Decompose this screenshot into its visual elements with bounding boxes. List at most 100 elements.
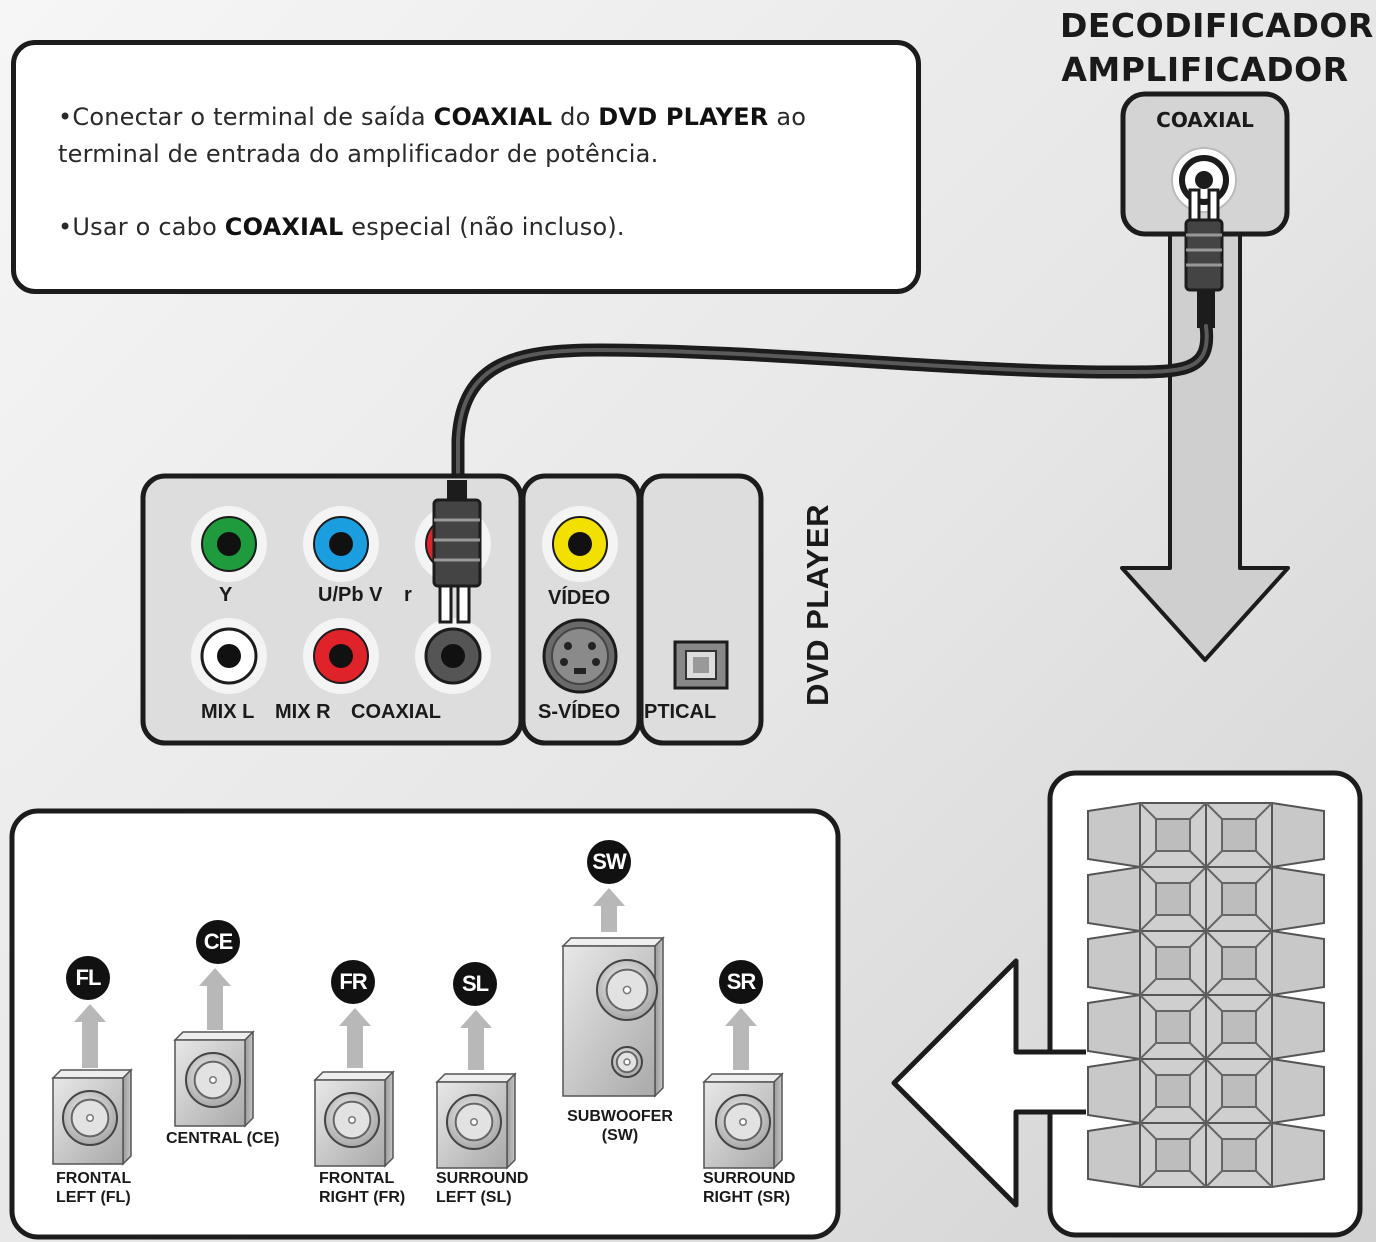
- speaker-label-line: LEFT (SL): [436, 1189, 512, 1206]
- foam-line: [1255, 802, 1273, 820]
- foam-line: [1139, 930, 1157, 948]
- foam-line: [1139, 978, 1157, 996]
- foam-line: [1255, 1042, 1273, 1060]
- speaker-label-line: FRONTAL: [56, 1170, 132, 1187]
- foam-line: [1189, 1170, 1207, 1188]
- decoder-title-line-1: DECODIFICADOR: [1060, 6, 1374, 45]
- foam-line: [1189, 1106, 1207, 1124]
- instruction-line-3: •Usar o cabo COAXIAL especial (não inclu…: [58, 209, 625, 246]
- speaker-side: [244, 1030, 254, 1128]
- decoder-title-line-2: AMPLIFICADOR: [1061, 50, 1349, 89]
- decoder-down-arrow: [1120, 208, 1290, 662]
- speakers-box: [9, 808, 841, 1240]
- speaker-top: [702, 1073, 784, 1083]
- foam-line: [1205, 1058, 1223, 1076]
- speaker-top: [313, 1071, 395, 1081]
- foam-line: [1255, 866, 1273, 884]
- speaker-top: [173, 1031, 255, 1041]
- speaker-icons: [51, 888, 784, 1170]
- foam-line: [1255, 994, 1273, 1012]
- speaker-top: [51, 1069, 133, 1079]
- badge-sl: SL: [453, 962, 497, 1006]
- foam-line: [1189, 978, 1207, 996]
- foam-cell-inner: [1155, 1138, 1191, 1172]
- foam-wedge-left: [1087, 1057, 1141, 1125]
- speaker-label-fl: FRONTAL LEFT (FL): [56, 1169, 131, 1207]
- foam-line: [1189, 850, 1207, 868]
- foam-line: [1139, 1042, 1157, 1060]
- foam-cell-inner: [1221, 946, 1257, 980]
- foam-line: [1205, 1122, 1223, 1140]
- foam-wedge-right: [1271, 1057, 1325, 1125]
- jack-y-green: [191, 506, 267, 582]
- foam-cell-inner: [1221, 1074, 1257, 1108]
- speaker-top: [561, 937, 665, 947]
- foam-line: [1139, 1122, 1157, 1140]
- instruction-bold: DVD PLAYER: [598, 103, 769, 131]
- foam-cell-inner: [1155, 1010, 1191, 1044]
- label-mix-l: MIX L: [201, 701, 255, 723]
- speaker-label-ce: CENTRAL (CE): [166, 1129, 279, 1148]
- badge-sr: SR: [719, 960, 763, 1004]
- speaker-label-sw: SUBWOOFER(SW): [564, 1107, 676, 1145]
- label-mix-r: MIX R: [275, 701, 331, 723]
- decoder-coaxial-label: COAXIAL: [1156, 108, 1254, 132]
- speaker-dustcap: [622, 985, 632, 995]
- foam-line: [1139, 1058, 1157, 1076]
- foam-line: [1205, 802, 1223, 820]
- up-arrow: [199, 968, 231, 1030]
- speaker-label-line: LEFT (FL): [56, 1189, 131, 1206]
- foam-wedge-right: [1271, 865, 1325, 933]
- instruction-text: especial (não incluso).: [343, 213, 625, 241]
- speaker-dustcap: [470, 1118, 478, 1126]
- optical-port: [673, 640, 729, 690]
- label-r: r: [404, 584, 412, 606]
- instruction-text: •Conectar o terminal de saída: [58, 103, 434, 131]
- foam-cell-inner: [1155, 946, 1191, 980]
- speaker-label-line: CENTRAL (CE): [166, 1130, 280, 1147]
- decoder-coaxial-jack: [1171, 147, 1237, 213]
- foam-cell-inner: [1221, 1010, 1257, 1044]
- foam-line: [1139, 1106, 1157, 1124]
- speaker-dustcap: [86, 1114, 94, 1122]
- speaker-dustcap: [209, 1076, 217, 1084]
- foam-line: [1205, 994, 1223, 1012]
- foam-line: [1189, 914, 1207, 932]
- badge-fl: FL: [66, 956, 110, 1000]
- badge-fr: FR: [331, 960, 375, 1004]
- speaker-label-line: SURROUND: [436, 1170, 529, 1187]
- foam-wedge-right: [1271, 929, 1325, 997]
- foam-wedge-left: [1087, 865, 1141, 933]
- label-coaxial: COAXIAL: [351, 701, 441, 723]
- jack-coaxial-black: [415, 618, 491, 694]
- dvd-player-side-label: DVD PLAYER: [800, 504, 835, 706]
- label-y: Y: [219, 584, 233, 606]
- speaker-top: [435, 1073, 517, 1083]
- foam-cell-inner: [1221, 1138, 1257, 1172]
- dvd-coaxial-plug: [432, 480, 482, 624]
- speaker-side: [384, 1070, 394, 1168]
- speaker-label-line: RIGHT (SR): [703, 1189, 791, 1206]
- speaker-dustcap: [739, 1118, 747, 1126]
- decoder-coaxial-plug: [1184, 188, 1224, 328]
- foam-line: [1189, 1042, 1207, 1060]
- foam-cell-inner: [1155, 1074, 1191, 1108]
- foam-cell-inner: [1221, 818, 1257, 852]
- foam-line: [1139, 994, 1157, 1012]
- jack-upb-blue: [303, 506, 379, 582]
- instruction-line-2: terminal de entrada do amplificador de p…: [58, 140, 659, 168]
- foam-line: [1255, 930, 1273, 948]
- speaker-label-sl: SURROUND LEFT (SL): [436, 1169, 528, 1207]
- foam-line: [1205, 930, 1223, 948]
- foam-line: [1255, 1170, 1273, 1188]
- foam-line: [1189, 994, 1207, 1012]
- jack-video-yellow: [542, 506, 618, 582]
- speaker-side: [122, 1068, 132, 1166]
- foam-line: [1139, 802, 1157, 820]
- foam-line: [1205, 1106, 1223, 1124]
- up-arrow: [339, 1008, 371, 1068]
- foam-line: [1255, 1058, 1273, 1076]
